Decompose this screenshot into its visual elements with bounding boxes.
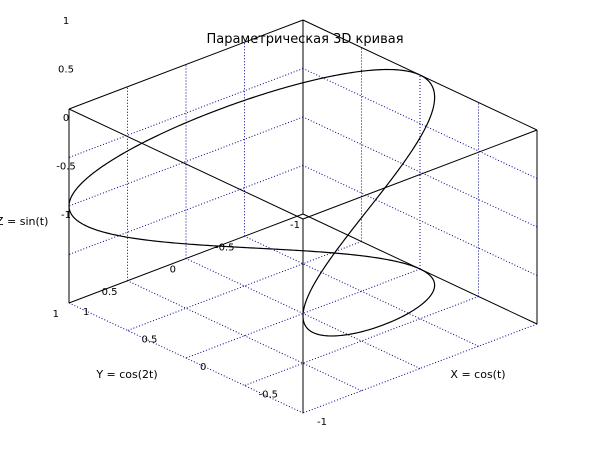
- grid-line: [127, 280, 362, 392]
- grid-line: [244, 235, 479, 347]
- y-tick-label: 0: [170, 265, 176, 276]
- y-tick-label: -1: [290, 220, 300, 231]
- x-tick-label: 0: [200, 362, 206, 373]
- box-edge: [302, 129, 538, 220]
- box-edge: [68, 19, 304, 110]
- y-tick-label: -0.5: [215, 242, 235, 253]
- z-tick-label: 0.5: [58, 65, 74, 76]
- grid-line: [302, 68, 538, 179]
- x-tick-label: -1: [317, 417, 327, 428]
- z-tick-label: 0: [63, 113, 69, 124]
- parametric-curve: [68, 68, 436, 337]
- z-axis-label: Z = sin(t): [0, 215, 48, 228]
- z-tick-label: -1: [61, 210, 71, 221]
- grid-line: [68, 302, 304, 414]
- grid-line: [127, 241, 362, 331]
- x-tick-label: -0.5: [259, 390, 279, 401]
- box-edge: [68, 108, 304, 220]
- z-tick-label: -0.5: [56, 162, 76, 173]
- z-tick-label: 1: [63, 16, 69, 27]
- y-tick-label: 0.5: [102, 287, 118, 298]
- y-tick-label: 1: [53, 309, 59, 320]
- chart-title: Параметрическая 3D кривая: [206, 32, 403, 47]
- x-axis-label: X = cos(t): [450, 368, 505, 381]
- grid-line: [302, 116, 538, 228]
- grid-line: [244, 296, 479, 386]
- y-axis-label: Y = cos(2t): [95, 368, 157, 381]
- tick-labels: -1 -0.5 0 0.5 1 -1 -0.5 0 0.5 1 -1 -0.5 0 0.5 1: [53, 16, 327, 428]
- x-tick-label: 1: [83, 307, 89, 318]
- x-tick-label: 0.5: [142, 335, 158, 346]
